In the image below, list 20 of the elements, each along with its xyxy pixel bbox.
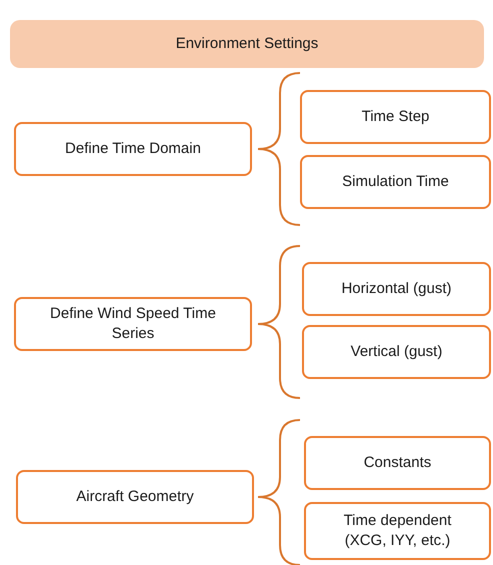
setting-box [14,122,252,176]
box-label: Simulation Time [342,172,449,192]
box-label: Aircraft Geometry [76,486,194,507]
setting-box [304,502,491,560]
setting-box [302,325,491,379]
box-label: Define Wind Speed Time Series [49,304,217,344]
setting-box [304,436,491,490]
setting-box [14,297,252,351]
setting-box [16,470,254,524]
box-label: Time Step [362,106,430,127]
setting-box [300,90,491,144]
setting-box [302,262,491,316]
setting-box [300,155,491,209]
box-label: Define Time Domain [65,138,201,159]
box-label: Vertical (gust) [350,342,442,362]
header-band [10,20,484,68]
box-label: Horizontal (gust) [341,278,452,299]
box-label: Time dependent (XCG, IYY, etc.) [342,510,452,551]
box-label: Environment Settings [176,34,318,54]
box-label: Constants [364,452,432,473]
